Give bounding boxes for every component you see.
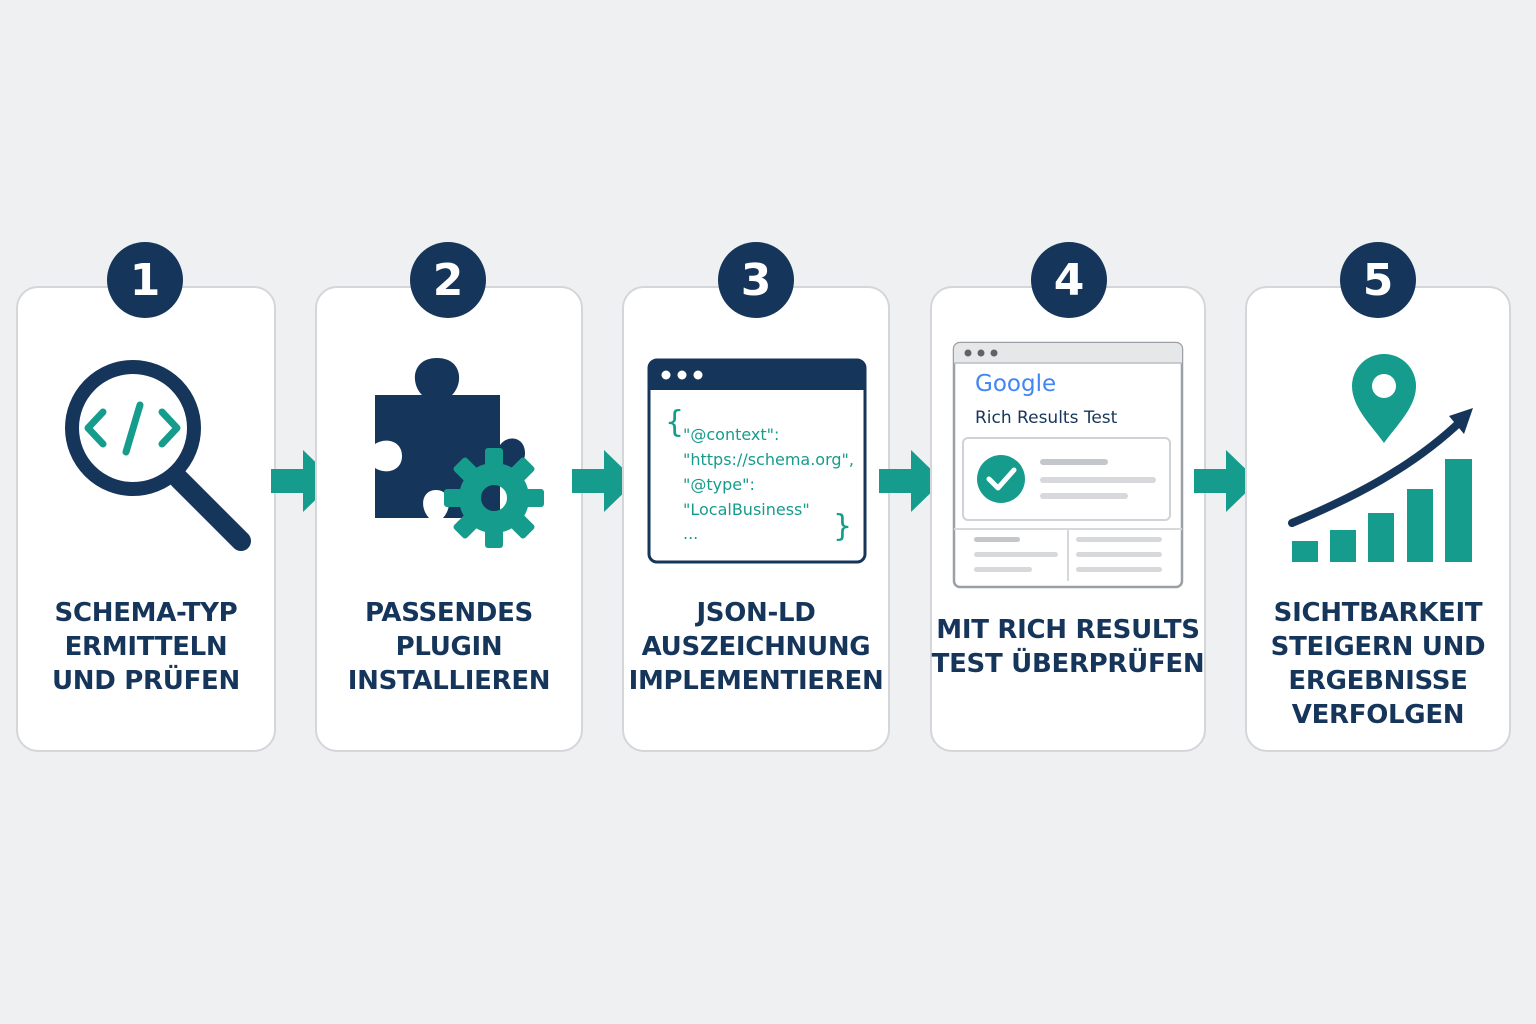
arrow-right-icon xyxy=(1194,450,1258,512)
step-label-1: SCHEMA-TYP ERMITTELN UND PRÜFEN xyxy=(52,598,240,696)
browser-check-icon: Google Rich Results Test xyxy=(952,341,1184,589)
google-logo: Google xyxy=(975,371,1056,397)
step-label-3: JSON-LD AUSZEICHNUNG IMPLEMENTIEREN xyxy=(628,598,884,696)
step-number-badge-2: 2 xyxy=(410,242,486,318)
arrow-right-icon xyxy=(879,450,943,512)
code-line-5: ... xyxy=(683,524,698,543)
step-number-badge-3: 3 xyxy=(718,242,794,318)
magnifier-code-icon xyxy=(65,360,251,551)
code-line-4: "LocalBusiness" xyxy=(683,500,810,519)
code-open-brace: { xyxy=(665,405,684,440)
step-label-2: PASSENDES PLUGIN INSTALLIEREN xyxy=(347,598,551,696)
step-number-badge-5: 5 xyxy=(1340,242,1416,318)
code-line-1: "@context": xyxy=(683,425,779,444)
rich-results-title: Rich Results Test xyxy=(975,408,1118,428)
step-number-badge-4: 4 xyxy=(1031,242,1107,318)
step-number-badge-1: 1 xyxy=(107,242,183,318)
code-line-2: "https://schema.org", xyxy=(683,450,854,469)
step-label-4: MIT RICH RESULTS TEST ÜBERPRÜFEN xyxy=(931,615,1205,679)
growth-chart-pin-icon xyxy=(1288,354,1473,562)
code-close-brace: } xyxy=(833,509,852,544)
arrow-right-icon xyxy=(572,450,636,512)
puzzle-gear-icon xyxy=(375,358,544,548)
step-label-5: SICHTBARKEIT STEIGERN UND ERGEBNISSE VER… xyxy=(1270,598,1486,730)
code-line-3: "@type": xyxy=(683,475,755,494)
code-window-icon: { "@context": "https://schema.org", "@ty… xyxy=(647,358,867,564)
